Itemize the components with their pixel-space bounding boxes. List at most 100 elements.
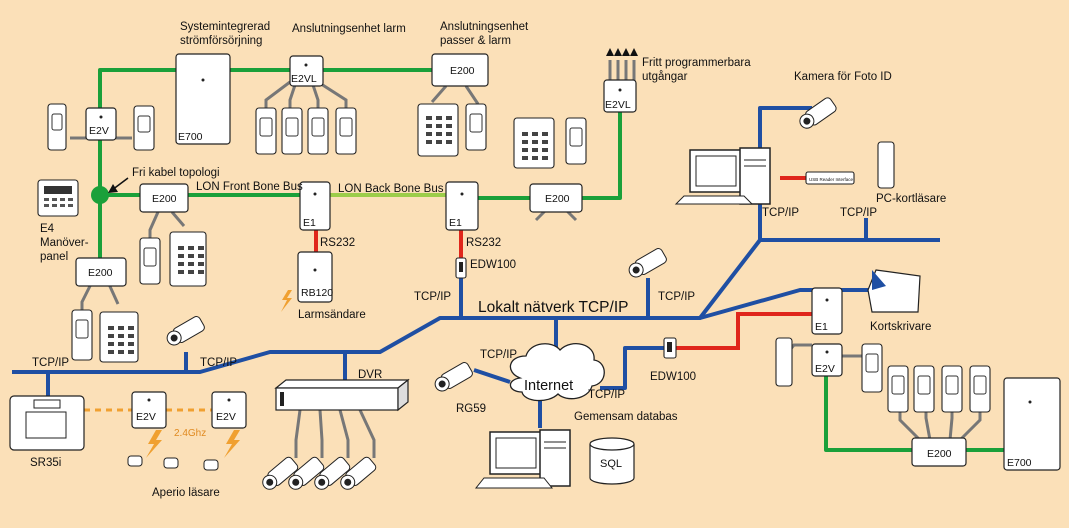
keypad-key (532, 132, 538, 136)
svg-text:E200: E200 (927, 448, 952, 460)
camera-icon (799, 97, 837, 129)
keypad-key (188, 262, 194, 266)
label-lokalt-natverk: Lokalt nätverk TCP/IP (478, 299, 628, 316)
label-e4: E4 (40, 223, 55, 235)
sr35i-unit (9, 395, 85, 451)
label-passer-larm: passer & larm (440, 35, 511, 47)
label-tcpip-cam: TCP/IP (658, 291, 695, 303)
label-fri-kabel-topologi: Fri kabel topologi (132, 167, 220, 179)
label-kamera-foto-id: Kamera för Foto ID (794, 71, 892, 83)
e700-power-unit-right: E700 (1003, 377, 1061, 471)
keypad-key (436, 124, 442, 128)
label-fritt-programmerbara: Fritt programmerbara (642, 57, 751, 69)
dvr-recorder (274, 378, 410, 412)
label-tcpip-cam2: TCP/IP (200, 357, 237, 369)
keypad-key (198, 270, 204, 274)
keypad-key (178, 246, 184, 250)
keypad-key (426, 140, 432, 144)
keypad-key (198, 254, 204, 258)
label-tcpip-internet: TCP/IP (588, 389, 625, 401)
keypad-keys (108, 116, 548, 354)
keypad-key (178, 254, 184, 258)
e4-manover-panel (37, 179, 79, 217)
label-panel: panel (40, 251, 68, 263)
svg-text:E200: E200 (545, 193, 570, 205)
label-tcpip-edw: TCP/IP (414, 291, 451, 303)
keypad-key (188, 254, 194, 258)
keypad-key (118, 334, 124, 338)
keypad-key (128, 342, 134, 346)
keypad-key (426, 132, 432, 136)
lightning-icon (281, 290, 292, 312)
keypad-key (128, 350, 134, 354)
label-rs232-a: RS232 (320, 237, 355, 249)
svg-text:E700: E700 (178, 131, 203, 143)
keypad-key (522, 140, 528, 144)
usb-reader-interface: USB Reader Interface (805, 171, 855, 185)
keypad-key (522, 148, 528, 152)
edw100-adapter-a (455, 257, 467, 279)
keypad-key (436, 140, 442, 144)
keypad-key (542, 140, 548, 144)
label-larmsandare: Larmsändare (298, 309, 366, 321)
rb120-alarm-transmitter: RB120 (297, 251, 333, 303)
e200-back-unit: E200 (529, 183, 583, 213)
label-tcpip-left: TCP/IP (32, 357, 69, 369)
label-kortskrivare: Kortskrivare (870, 321, 931, 333)
label-stromforsorjning: strömförsörjning (180, 35, 262, 47)
label-lon-front-bone-bus: LON Front Bone Bus (196, 181, 303, 193)
e200-right-unit: E200 (911, 437, 967, 467)
keypad-key (426, 116, 432, 120)
diagram-labels: Systemintegrerad strömförsörjning Anslut… (30, 21, 946, 499)
e2v-top-unit: E2V (85, 107, 117, 141)
keypad-key (542, 132, 548, 136)
keypad-key (446, 140, 452, 144)
label-utgangar: utgångar (642, 71, 688, 83)
label-pc-kortlasare: PC-kortläsare (876, 193, 946, 205)
label-rg59: RG59 (456, 403, 486, 415)
keypad-key (108, 350, 114, 354)
keypad-key (108, 326, 114, 330)
e2vl-alarm-unit: E2VL (289, 55, 324, 87)
svg-text:E2V: E2V (216, 411, 236, 423)
database-workstation (474, 429, 571, 489)
svg-text:USB Reader Interface: USB Reader Interface (809, 177, 854, 182)
e200-front-unit: E200 (139, 183, 189, 213)
e2v-aperio-unit-a: E2V (131, 391, 167, 429)
keypad-key (118, 350, 124, 354)
internet-cloud (509, 343, 605, 402)
camera-icon (166, 316, 205, 346)
edw100-adapter-b (663, 337, 677, 359)
e1-right-unit: E1 (811, 287, 843, 335)
camera-icon (340, 456, 377, 490)
e200-left-unit: E200 (75, 257, 127, 287)
keypad-key (118, 342, 124, 346)
keypad-key (532, 148, 538, 152)
keypad-key (178, 270, 184, 274)
keypad-key (436, 132, 442, 136)
arrow-up-icon (606, 48, 638, 56)
label-edw100-b: EDW100 (650, 371, 696, 383)
e1-back-unit: E1 (445, 181, 479, 231)
keypad-key (446, 132, 452, 136)
card-reader-group (47, 103, 991, 413)
label-dvr: DVR (358, 369, 382, 381)
svg-text:E700: E700 (1007, 457, 1032, 469)
keypad-key (446, 116, 452, 120)
keypad-key (188, 270, 194, 274)
e2vl-output-unit: E2VL (603, 48, 638, 113)
svg-text:E200: E200 (450, 65, 475, 77)
label-lon-back-bone-bus: LON Back Bone Bus (338, 183, 444, 195)
camera-icon (288, 456, 325, 490)
svg-text:E200: E200 (88, 267, 113, 279)
keypad-key (522, 132, 528, 136)
label-gemensam-databas: Gemensam databas (574, 411, 678, 423)
svg-text:RB120: RB120 (301, 287, 333, 299)
keypad-key (128, 326, 134, 330)
label-sr35i: SR35i (30, 457, 61, 469)
topology-arrow (108, 177, 129, 193)
label-edw100-a: EDW100 (470, 259, 516, 271)
svg-text:E1: E1 (449, 217, 462, 229)
keypad-key (108, 334, 114, 338)
label-tcpip-pc2: TCP/IP (840, 207, 877, 219)
